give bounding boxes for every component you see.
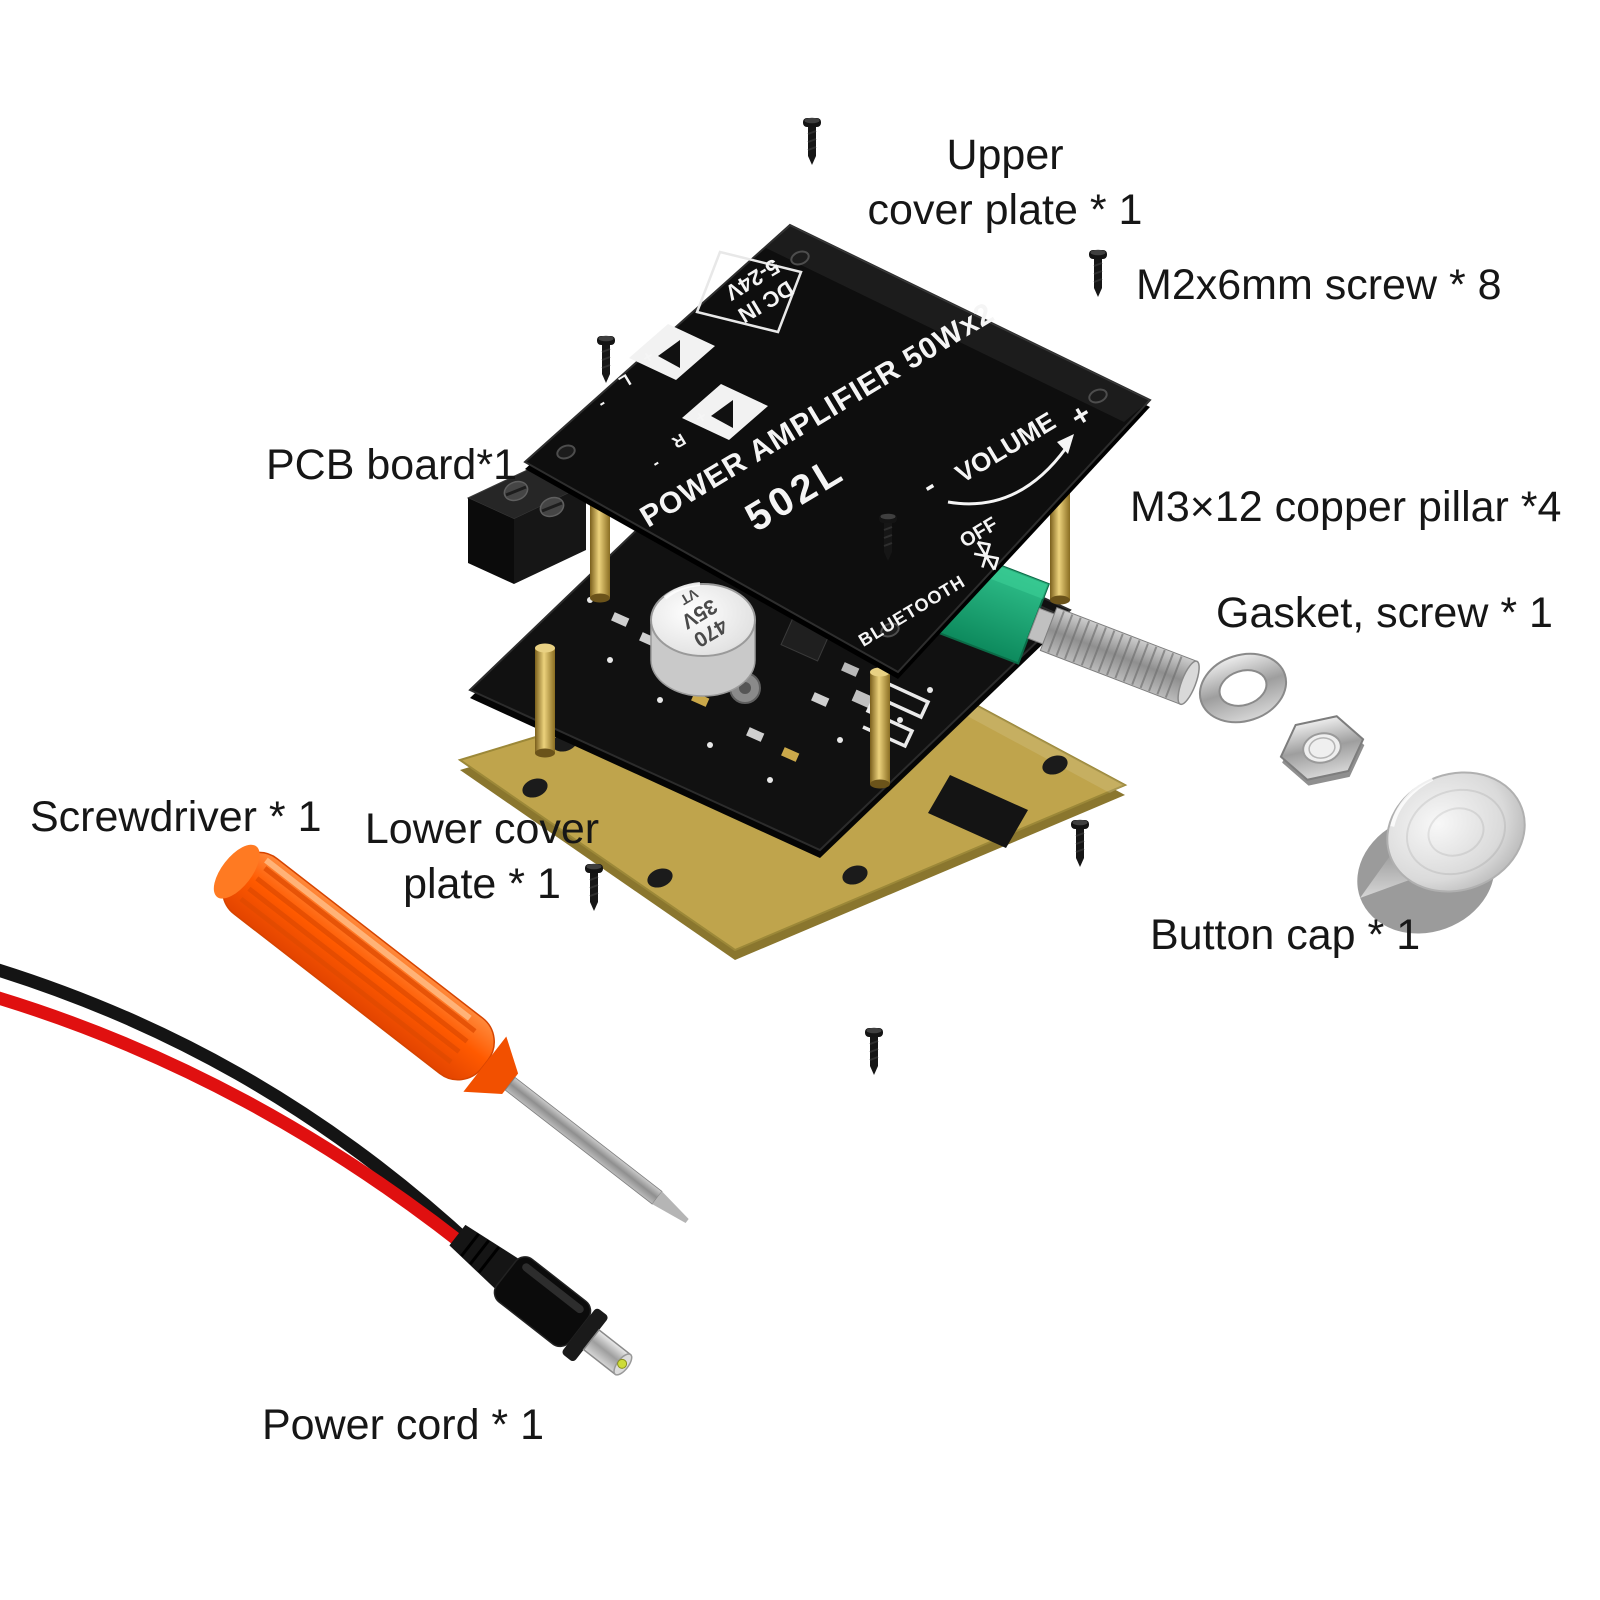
loose-screw — [596, 334, 616, 384]
volume-arrow — [947, 434, 1074, 506]
gasket-washer — [1198, 652, 1288, 724]
upper-cover-plate: DC IN 5-24V + L - + R - POWER AMPLIFIER … — [523, 223, 1152, 679]
dc-in-outline — [695, 250, 803, 334]
label-button-cap: Button cap * 1 — [1150, 911, 1421, 959]
label-pcb-board: PCB board*1 — [266, 441, 517, 489]
electrolytic-capacitor: 470 35V VT — [650, 582, 756, 697]
label-screwdriver: Screwdriver * 1 — [30, 793, 322, 841]
loose-screw — [864, 1026, 884, 1076]
potentiometer-shaft — [1027, 606, 1200, 706]
dc-plug — [449, 1224, 633, 1376]
button-cap-knob — [1357, 771, 1526, 934]
power-cord-red-wire — [0, 991, 497, 1273]
power-cord — [0, 963, 633, 1376]
power-cord-black-wire — [0, 963, 480, 1254]
label-lower-cover-line2: plate * 1 — [403, 860, 561, 909]
label-upper-cover-line1: Upper — [946, 131, 1064, 179]
bluetooth-icon — [973, 541, 1000, 571]
label-copper-pillar: M3×12 copper pillar *4 — [1130, 483, 1562, 531]
loose-screw — [1088, 248, 1108, 298]
copper-pillar-lower-right — [870, 667, 890, 789]
loose-screw — [802, 116, 822, 166]
label-lower-cover-plate: Lower cover plate * 1 — [332, 802, 632, 912]
loose-screw — [1070, 818, 1090, 868]
label-upper-cover-line2: cover plate * 1 — [867, 186, 1143, 235]
label-upper-cover-plate: Upper cover plate * 1 — [820, 128, 1190, 238]
copper-pillar-lower-left — [535, 643, 555, 758]
hex-nut — [1279, 715, 1365, 786]
label-lower-cover-line1: Lower cover — [364, 805, 600, 853]
lower-plate-cutout — [928, 775, 1028, 848]
upper-plate-corner-holes — [556, 250, 1108, 638]
label-m2-screw: M2x6mm screw * 8 — [1136, 261, 1502, 309]
label-gasket-screw: Gasket, screw * 1 — [1216, 589, 1553, 637]
screwdriver — [213, 844, 689, 1224]
speaker-terminal-right — [682, 384, 768, 440]
label-power-cord: Power cord * 1 — [262, 1401, 545, 1449]
speaker-terminal-left — [629, 324, 715, 380]
